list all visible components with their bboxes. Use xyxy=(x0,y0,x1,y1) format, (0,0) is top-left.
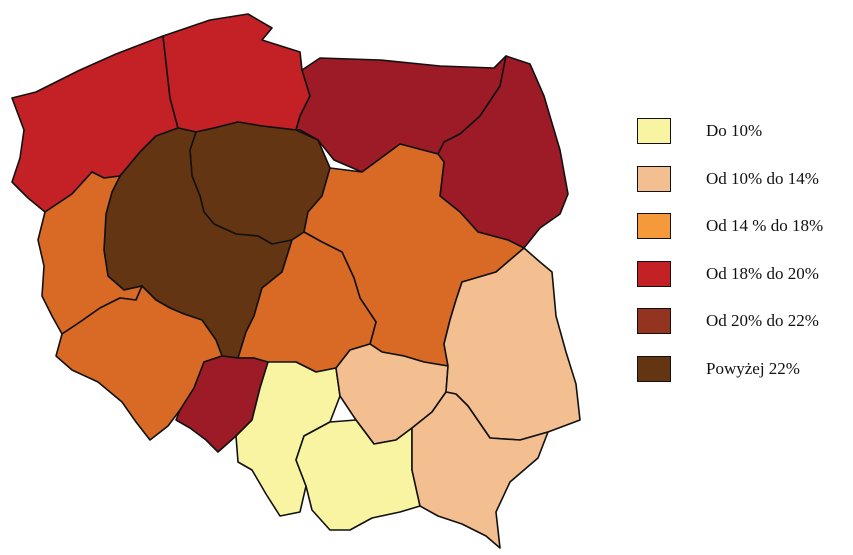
region-pomorskie[interactable] xyxy=(162,13,311,133)
legend: Do 10% Od 10% do 14% Od 14 % do 18% Od 1… xyxy=(637,118,851,403)
region-slaskie[interactable] xyxy=(235,361,341,517)
legend-label: Powyżej 22% xyxy=(706,358,800,378)
region-malopolskie[interactable] xyxy=(295,419,421,531)
legend-item: Do 10% xyxy=(637,118,851,166)
region-podkarpackie[interactable] xyxy=(411,391,549,549)
legend-swatch xyxy=(637,308,671,334)
legend-label: Do 10% xyxy=(706,121,763,140)
legend-label: Od 10% do 14% xyxy=(706,168,819,188)
legend-item: Powyżej 22% xyxy=(637,355,851,404)
legend-item: Od 10% do 14% xyxy=(637,165,851,214)
legend-label: Od 20% do 22% xyxy=(706,311,819,330)
legend-swatch xyxy=(637,118,671,144)
legend-item: Od 18% do 20% xyxy=(637,260,851,309)
legend-item: Od 20% do 22% xyxy=(637,308,851,356)
legend-swatch xyxy=(637,213,671,239)
legend-swatch xyxy=(637,260,671,287)
legend-swatch xyxy=(637,355,671,382)
legend-swatch xyxy=(637,165,671,192)
legend-label: Od 18% do 20% xyxy=(706,263,819,283)
poland-map xyxy=(11,13,581,549)
legend-item: Od 14 % do 18% xyxy=(637,213,851,261)
legend-label: Od 14 % do 18% xyxy=(706,216,824,235)
